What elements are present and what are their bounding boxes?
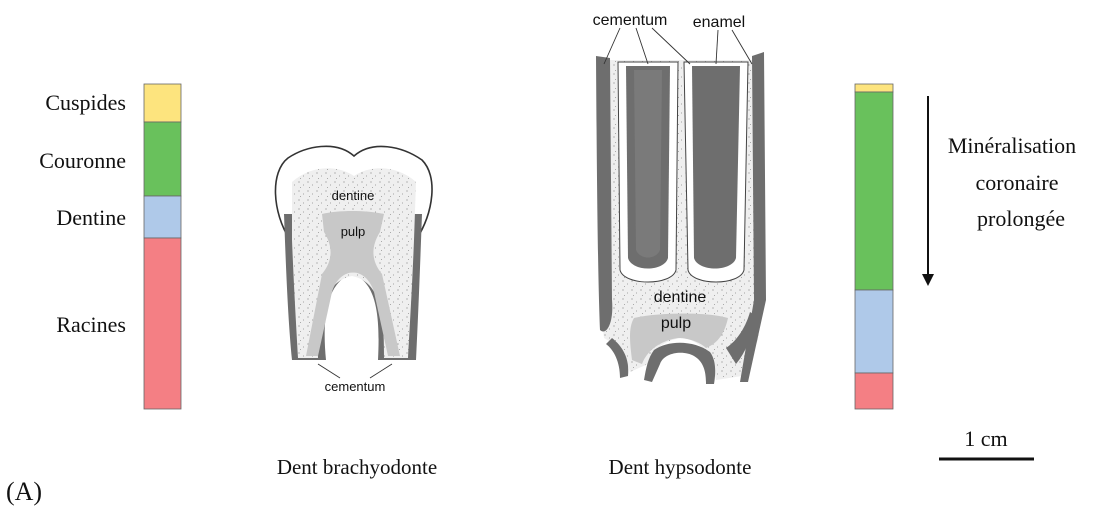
- hypsodont-cementum-leader-3: [652, 28, 690, 64]
- label-dentine: Dentine: [56, 205, 126, 230]
- right-bar-couronne-segment: [855, 92, 893, 290]
- label-couronne: Couronne: [39, 148, 126, 173]
- hypsodont-cementum-leader-2: [636, 28, 648, 64]
- brachyodont-cementum-leader-right: [370, 364, 392, 378]
- hypsodont-cementum-label: cementum: [593, 12, 668, 29]
- figure-label: (A): [6, 477, 42, 506]
- brachyodont-caption: Dent brachyodonte: [277, 455, 437, 479]
- mineralisation-arrow: [922, 96, 934, 286]
- left-bar-couronne-segment: [144, 122, 181, 196]
- arrow-text-line-2: coronaire: [975, 170, 1058, 195]
- left-bar: [144, 84, 181, 409]
- hypsodont-enamel-leader-2: [732, 30, 752, 64]
- left-bar-dentine-segment: [144, 196, 181, 238]
- hypsodont-enamel-label: enamel: [693, 14, 745, 31]
- brachyodont-tooth: [275, 146, 432, 378]
- hypsodont-outer-cementum-left: [596, 56, 612, 332]
- label-racines: Racines: [56, 312, 126, 337]
- scale-bar-label: 1 cm: [964, 426, 1007, 451]
- brachyodont-dentine-label: dentine: [332, 188, 375, 203]
- left-bar-cuspides-segment: [144, 84, 181, 122]
- arrow-text-line-1: Minéralisation: [948, 133, 1076, 158]
- right-bar-racines-segment: [855, 373, 893, 409]
- hypsodont-pulp-label: pulp: [661, 315, 691, 332]
- brachyodont-cementum-label: cementum: [325, 379, 386, 394]
- hypsodont-cementum-leader-1: [604, 28, 620, 64]
- right-bar-cuspides-segment: [855, 84, 893, 92]
- hypsodont-inner-enamel-left: [634, 70, 662, 258]
- hypsodont-dentine-label: dentine: [654, 289, 707, 306]
- brachyodont-pulp-label: pulp: [341, 224, 366, 239]
- arrow-text-line-3: prolongée: [977, 206, 1065, 231]
- hypsodont-caption: Dent hypsodonte: [609, 455, 752, 479]
- hypsodont-enamel-leader-1: [716, 30, 718, 64]
- label-cuspides: Cuspides: [45, 90, 126, 115]
- hypsodont-infundibulum-right: [692, 66, 740, 269]
- brachyodont-cementum-leader-left: [318, 364, 340, 378]
- right-bar-dentine-segment: [855, 290, 893, 373]
- right-bar: [855, 84, 893, 409]
- left-bar-racines-segment: [144, 238, 181, 409]
